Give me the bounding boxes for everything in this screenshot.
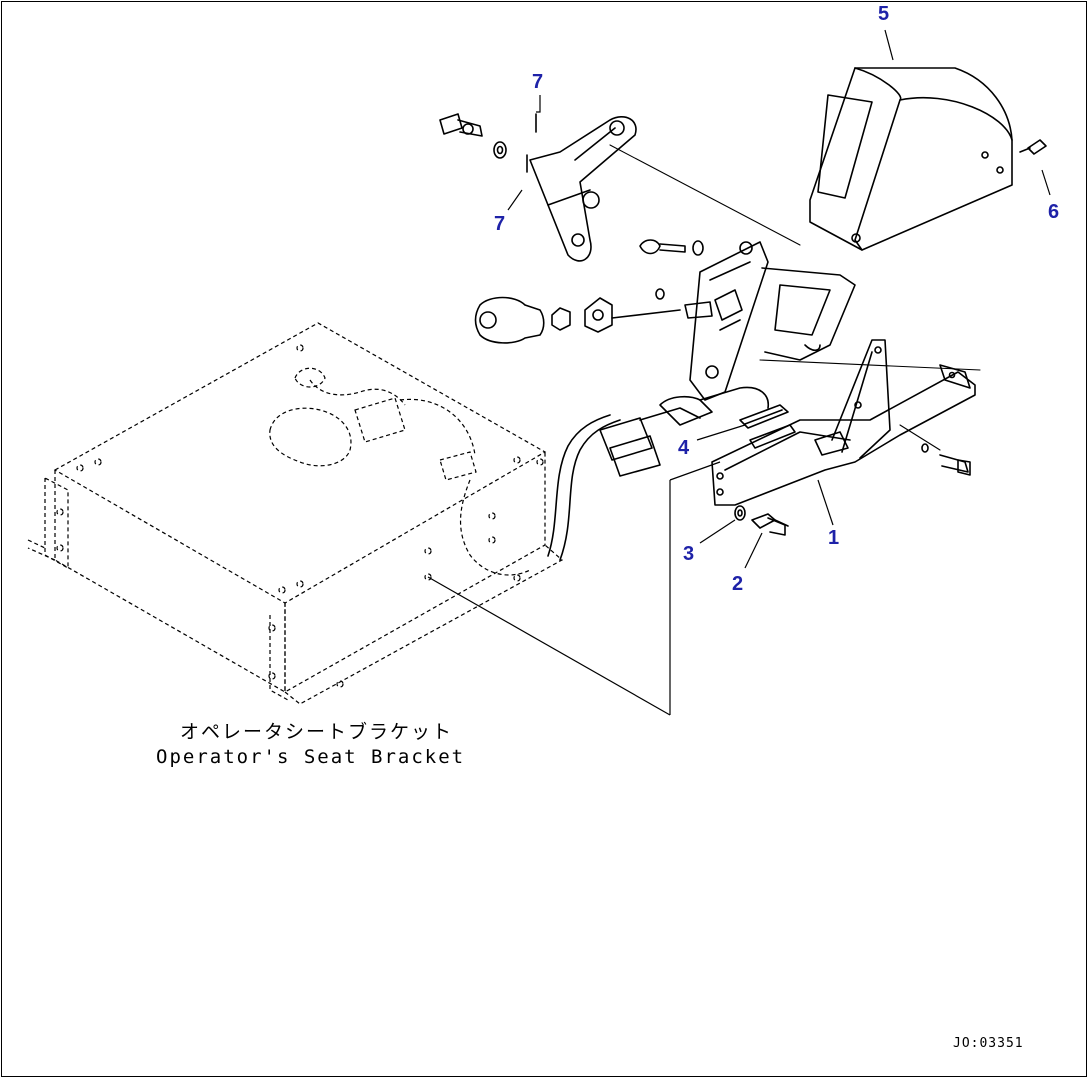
bolt-part-2 bbox=[751, 513, 789, 536]
callout-7-upper: 7 bbox=[532, 71, 543, 93]
callout-6: 6 bbox=[1048, 201, 1059, 223]
callout-4: 4 bbox=[678, 437, 690, 459]
seat-bracket-label-en: Operator's Seat Bracket bbox=[156, 746, 465, 768]
control-valve-body bbox=[474, 239, 856, 401]
washer-part-3 bbox=[734, 505, 746, 521]
pad-part-4 bbox=[739, 404, 796, 449]
callout-3: 3 bbox=[683, 543, 694, 565]
bracket-part-1 bbox=[711, 339, 976, 506]
leader-lines bbox=[507, 29, 1051, 569]
callout-1: 1 bbox=[828, 527, 839, 549]
seat-bracket-label-jp: オペレータシートブラケット bbox=[180, 720, 453, 743]
wire-harness bbox=[547, 386, 769, 561]
lever-link-assembly bbox=[439, 113, 637, 262]
callout-5: 5 bbox=[878, 3, 889, 25]
cover-part-5 bbox=[809, 67, 1047, 251]
callout-7-lower: 7 bbox=[494, 213, 505, 235]
projection-lines bbox=[427, 144, 981, 716]
seat-bracket-outline bbox=[27, 322, 564, 705]
drawing-number: JO:03351 bbox=[953, 1036, 1024, 1051]
callout-2: 2 bbox=[732, 573, 743, 595]
